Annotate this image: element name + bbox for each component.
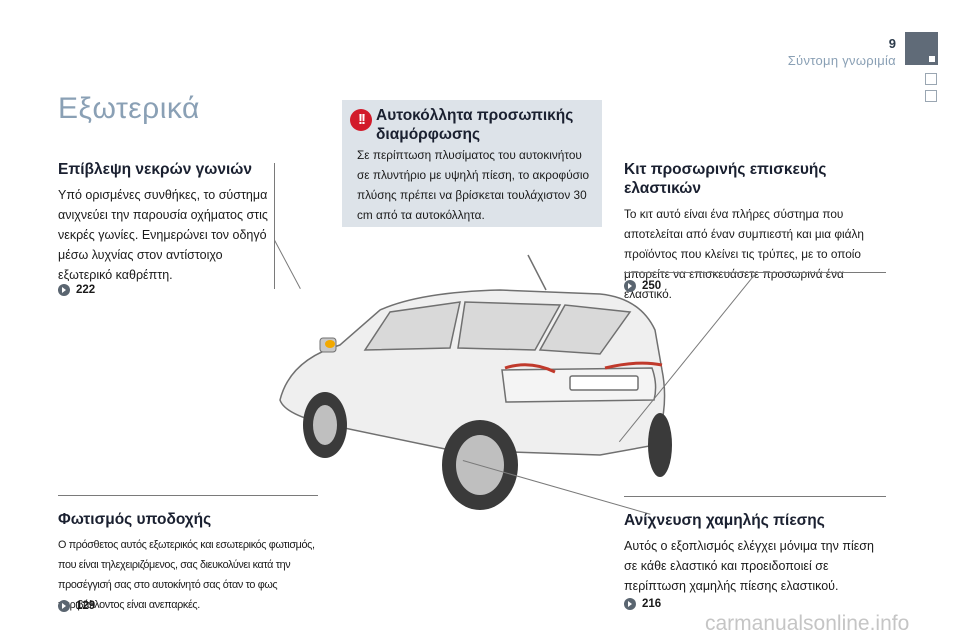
welcome-light-section: Φωτισμός υποδοχής Ο πρόσθετος αυτός εξωτ… xyxy=(58,510,320,615)
repair-kit-section: Κιτ προσωρινής επισκευής ελαστικών Το κι… xyxy=(624,160,886,304)
blind-spot-section: Επίβλεψη νεκρών γωνιών Υπό ορισμένες συν… xyxy=(58,160,268,285)
page-reference-number: 250 xyxy=(642,280,662,292)
stickers-title: Αυτοκόλλητα προσωπικής διαμόρφωσης xyxy=(376,107,574,143)
section-title: Σύντομη γνωριμία xyxy=(787,53,896,68)
divider xyxy=(58,495,318,496)
low-pressure-title: Ανίχνευση χαμηλής πίεσης xyxy=(624,512,825,529)
welcome-light-text: Ο πρόσθετος αυτός εξωτερικός και εσωτερι… xyxy=(58,539,315,611)
section-tab[interactable] xyxy=(925,73,937,85)
arrow-icon xyxy=(624,598,636,610)
stickers-section: Αυτοκόλλητα προσωπικής διαμόρφωσης xyxy=(376,106,596,144)
arrow-icon xyxy=(58,600,70,612)
page-reference[interactable]: 216 xyxy=(624,598,661,610)
low-pressure-section: Ανίχνευση χαμηλής πίεσης Αυτός ο εξοπλισ… xyxy=(624,511,886,596)
arrow-icon xyxy=(624,280,636,292)
blind-spot-title: Επίβλεψη νεκρών γωνιών xyxy=(58,161,252,178)
low-pressure-text: Αυτός ο εξοπλισμός ελέγχει μόνιμα την πί… xyxy=(624,539,874,593)
divider xyxy=(624,272,886,273)
repair-kit-text: Το κιτ αυτό είναι ένα πλήρες σύστημα που… xyxy=(624,207,864,301)
page-reference-number: 129 xyxy=(76,600,96,612)
stickers-body: Σε περίπτωση πλυσίματος του αυτοκινήτου … xyxy=(357,145,597,225)
page-title: Εξωτερικά xyxy=(58,92,200,125)
page-reference[interactable]: 222 xyxy=(58,284,95,296)
repair-kit-title: Κιτ προσωρινής επισκευής ελαστικών xyxy=(624,161,827,197)
section-tab-active[interactable] xyxy=(905,32,938,65)
watermark: carmanualsonline.info xyxy=(705,612,910,635)
warning-icon: !! xyxy=(350,109,372,131)
page-reference[interactable]: 250 xyxy=(624,280,661,292)
divider xyxy=(624,496,886,497)
warning-notice xyxy=(342,100,602,227)
divider xyxy=(274,163,275,289)
section-tab[interactable] xyxy=(925,90,937,102)
car-illustration xyxy=(279,254,672,510)
page-reference[interactable]: 129 xyxy=(58,600,95,612)
welcome-light-title: Φωτισμός υποδοχής xyxy=(58,511,212,528)
page-number: 9 xyxy=(888,36,896,51)
blind-spot-text: Υπό ορισμένες συνθήκες, το σύστημα ανιχν… xyxy=(58,188,268,282)
arrow-icon xyxy=(58,284,70,296)
square-icon xyxy=(929,56,935,62)
stickers-text: Σε περίπτωση πλυσίματος του αυτοκινήτου … xyxy=(357,148,590,222)
page-reference-number: 222 xyxy=(76,284,96,296)
page-reference-number: 216 xyxy=(642,598,662,610)
